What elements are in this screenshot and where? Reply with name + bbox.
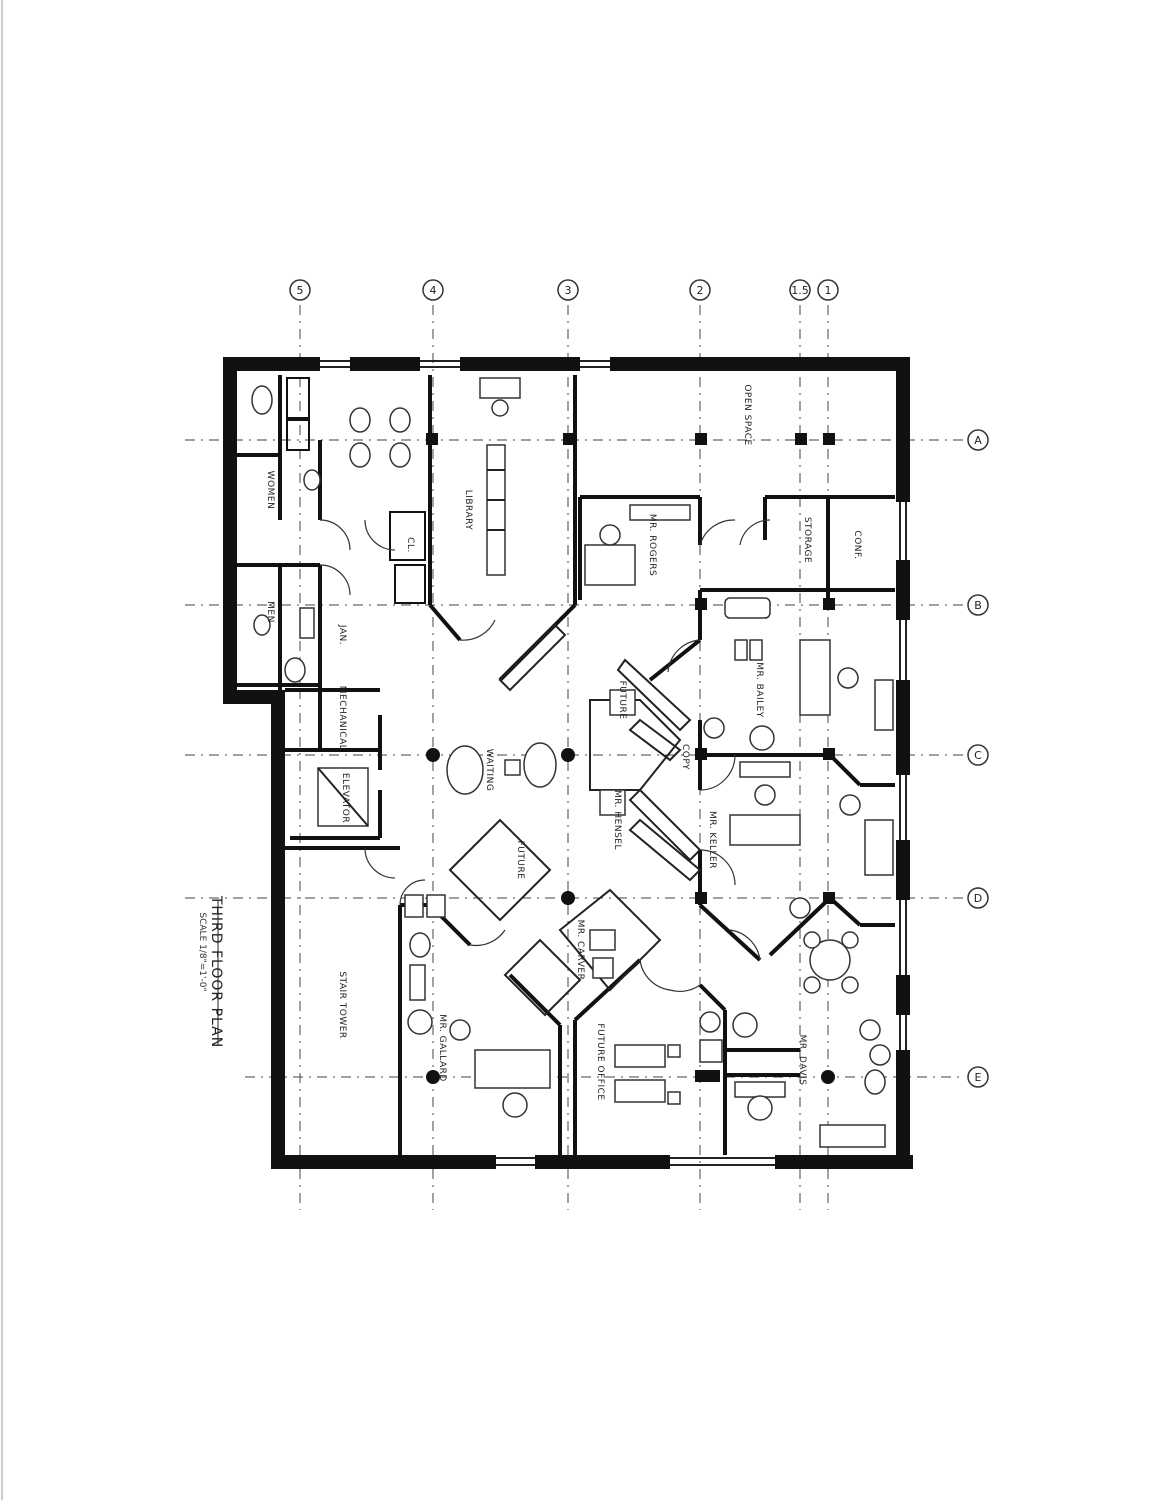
grid-bubble-row-d	[967, 887, 989, 909]
grid-label-col-3: 3	[565, 284, 572, 297]
grid-label-row-d: D	[974, 892, 982, 905]
grid-label-row-c: C	[974, 749, 982, 762]
interior-walls	[237, 375, 895, 1155]
plan-scale: SCALE 1/8"=1'-0"	[197, 912, 207, 991]
grid-bubble-row-e	[967, 1066, 989, 1088]
room-label-storage: STORAGE	[802, 517, 812, 563]
room-label-conference: CONF.	[852, 530, 862, 559]
grid-label-col-4: 4	[430, 284, 437, 297]
room-label-mr-keller: MR. KELLER	[707, 811, 717, 869]
room-label-mr-hensel: MR. HENSEL	[612, 790, 622, 850]
grid-bubbles-columns: 5 4 3 2 1.5 1	[289, 279, 839, 301]
room-label-copy: COPY	[680, 744, 690, 770]
grid-bubbles-rows: A B C D E	[967, 429, 989, 1088]
grid-bubble-col-3	[557, 279, 579, 301]
room-label-women: WOMEN	[265, 471, 275, 510]
grid-label-col-1-5: 1.5	[791, 284, 809, 297]
grid-bubble-col-4	[422, 279, 444, 301]
grid-label-row-b: B	[974, 599, 982, 612]
room-label-mr-carver: MR. CARVER	[575, 920, 585, 981]
room-label-mr-gallard: MR. GALLARD	[437, 1014, 447, 1082]
room-label-elevator: ELEVATOR	[340, 773, 350, 823]
room-label-stair-tower: STAIR TOWER	[337, 971, 347, 1038]
room-label-future-office: FUTURE OFFICE	[595, 1023, 605, 1100]
exterior-walls	[223, 357, 913, 1169]
room-label-open-space: OPEN SPACE	[742, 384, 752, 445]
grid-bubble-col-1-5	[789, 279, 811, 301]
room-label-closet: CL.	[405, 537, 415, 553]
grid-label-col-1: 1	[825, 284, 832, 297]
room-label-mr-rogers: MR. ROGERS	[647, 514, 657, 576]
diagonal-office-partitions	[448, 623, 702, 1017]
room-label-waiting: WAITING	[484, 749, 494, 792]
grid-label-col-2: 2	[697, 284, 704, 297]
room-label-mr-davis: MR. DAVIS	[797, 1035, 807, 1086]
plan-title: THIRD FLOOR PLAN	[208, 895, 224, 1048]
door-swings	[319, 519, 771, 992]
room-label-future-1: FUTURE	[617, 681, 627, 720]
grid-bubble-col-1	[817, 279, 839, 301]
room-label-library: LIBRARY	[463, 490, 473, 531]
room-label-mechanical: MECHANICAL	[337, 686, 347, 751]
grid-label-row-e: E	[975, 1071, 982, 1084]
room-label-men: MEN	[265, 601, 275, 623]
room-label-janitor: JAN.	[337, 624, 347, 645]
structural-columns	[426, 433, 835, 1084]
room-labels: WOMEN MEN LIBRARY MR. ROGERS OPEN SPACE …	[265, 384, 862, 1100]
grid-bubble-col-5	[289, 279, 311, 301]
room-label-future-2: FUTURE	[515, 841, 525, 880]
grid-bubble-row-b	[967, 594, 989, 616]
room-label-mr-bailey: MR. BAILEY	[754, 662, 764, 718]
grid-label-col-5: 5	[297, 284, 304, 297]
title-block: THIRD FLOOR PLAN SCALE 1/8"=1'-0"	[197, 895, 224, 1048]
grid-bubble-row-c	[967, 744, 989, 766]
grid-bubble-row-a	[967, 429, 989, 451]
windows	[320, 360, 907, 1166]
grid-label-row-a: A	[974, 434, 982, 447]
furniture	[251, 377, 894, 1148]
grid-bubble-col-2	[689, 279, 711, 301]
